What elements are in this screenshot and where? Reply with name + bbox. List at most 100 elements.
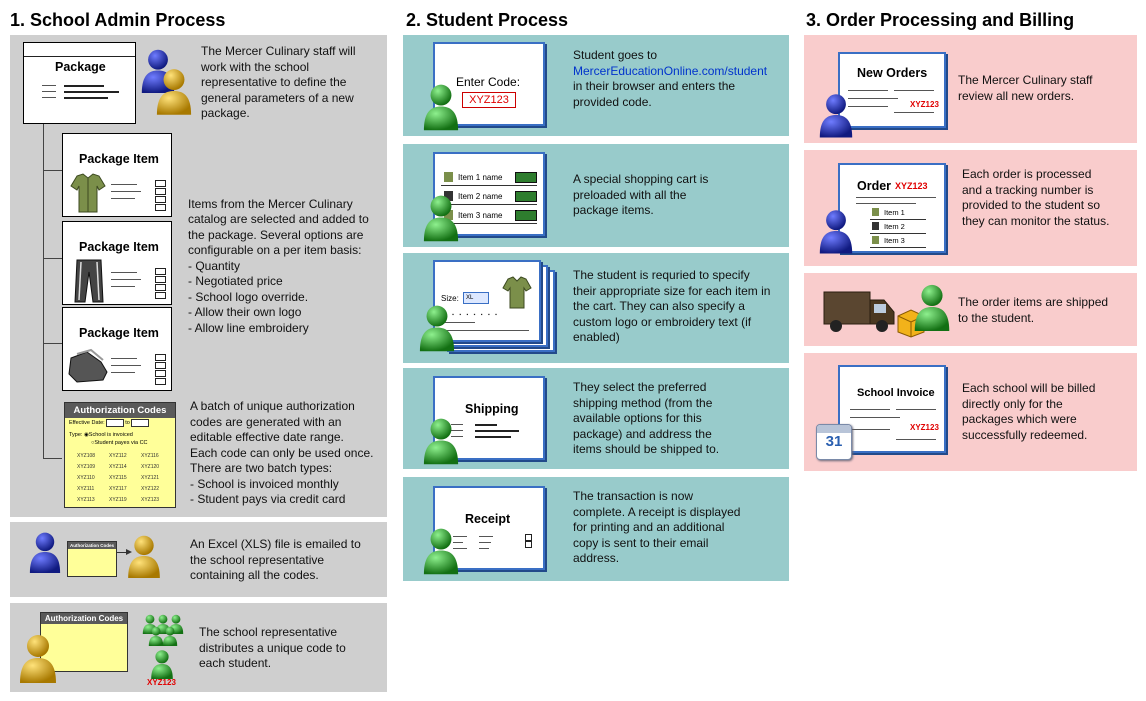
admin-step-distribute-text: The school representative distributes a … — [199, 625, 346, 670]
admin-step-1-text: The Mercer Culinary staff will work with… — [201, 44, 356, 120]
size-label: Size: — [441, 294, 459, 303]
authorization-code: XYZ109 — [77, 464, 96, 470]
authorization-code: XYZ119 — [109, 497, 127, 503]
admin-step-email-text: An Excel (XLS) file is emailed to the sc… — [190, 537, 361, 582]
person-green-icon — [422, 193, 460, 242]
tree-branch — [43, 258, 62, 259]
student-step-2-text: A special shopping cart is preloaded wit… — [573, 172, 709, 217]
tree-branch — [43, 343, 62, 344]
order-card: Order XYZ123 Item 1 Item 2 Item 3 — [838, 163, 946, 253]
cart-item-icon — [444, 210, 453, 220]
order-item-name: Item 3 — [884, 236, 905, 245]
student-step-4-text: They select the preferred shipping metho… — [573, 380, 720, 456]
person-blue-icon — [818, 208, 854, 254]
authorization-code: XYZ110 — [77, 475, 95, 481]
student-step-1-text: Student goes to MercerEducationOnline.co… — [573, 48, 768, 109]
package-item-card-jacket: Package Item — [62, 133, 172, 217]
authorization-codes-sheet: Authorization Codes — [40, 612, 128, 672]
authorization-code: XYZ114 — [109, 464, 127, 470]
authorization-codes-card: Authorization Codes Effective Date: to T… — [64, 402, 176, 508]
receipt-card: Receipt — [433, 486, 545, 570]
school-invoice-label: School Invoice — [857, 387, 935, 399]
tree-branch — [43, 170, 62, 171]
order-label: Order — [857, 179, 892, 193]
authorization-code: XYZ117 — [109, 486, 127, 492]
school-invoice-card: School Invoice XYZ123 — [838, 365, 946, 453]
package-item-label: Package Item — [79, 326, 159, 340]
shipping-label: Shipping — [465, 402, 519, 416]
billing-step-1-text: The Mercer Culinary staff review all new… — [958, 73, 1093, 103]
invoice-code: XYZ123 — [910, 423, 939, 432]
calendar-icon: 31 — [816, 424, 852, 460]
tracking-code: XYZ123 — [895, 181, 928, 191]
person-blue-icon — [818, 92, 854, 138]
chef-shoes-icon — [68, 348, 108, 383]
size-select[interactable]: XL — [463, 292, 489, 304]
delivery-truck-icon — [823, 291, 895, 332]
person-green-icon — [422, 526, 460, 575]
order-item-icon — [872, 208, 879, 216]
person-gold-icon — [18, 632, 58, 684]
person-gold-icon — [126, 534, 162, 578]
new-orders-card: New Orders XYZ123 — [838, 52, 946, 128]
excel-file-icon: Authorization Codes — [67, 541, 117, 577]
package-item-card-shoes: Package Item — [62, 307, 172, 391]
package-label: Package — [55, 60, 106, 74]
billing-step-2-text: Each order is processed and a tracking n… — [962, 167, 1110, 228]
student-step-5-text: The transaction is now complete. A recei… — [573, 489, 741, 565]
authorization-codes-title: Authorization Codes — [65, 403, 175, 418]
billing-section-title: 3. Order Processing and Billing — [806, 10, 1075, 30]
cart-item-icon — [444, 172, 453, 182]
chef-pants-icon — [74, 259, 104, 303]
size-selection-card: Size: XL ▪ ▪ ▪ ▪ ▪ ▪ ▪ ▪ — [433, 260, 541, 342]
authorization-code: XYZ115 — [109, 475, 127, 481]
person-green-icon — [422, 416, 460, 465]
student-section-title: 2. Student Process — [406, 10, 569, 30]
package-card: Package — [23, 42, 136, 124]
billing-step-3-text: The order items are shipped to the stude… — [958, 295, 1109, 325]
student-site-link[interactable]: MercerEducationOnline.com/student — [573, 63, 768, 78]
student-group-icon — [142, 614, 184, 646]
package-item-card-pants: Package Item — [62, 221, 172, 305]
chef-jacket-icon — [502, 276, 532, 309]
authorization-code: XYZ111 — [77, 486, 95, 492]
cart-item-icon — [444, 191, 453, 201]
cart-item-quantity[interactable] — [515, 210, 537, 221]
authorization-code: XYZ121 — [141, 475, 160, 481]
authorization-code: XYZ112 — [109, 453, 127, 459]
person-blue-icon — [28, 531, 62, 573]
authorization-code: XYZ116 — [141, 453, 159, 459]
tree-branch — [43, 458, 62, 459]
order-item-icon — [872, 236, 879, 244]
cart-item-quantity[interactable] — [515, 172, 537, 183]
student-step-3-text: The student is requried to specify their… — [573, 268, 771, 344]
order-code: XYZ123 — [910, 100, 939, 109]
person-green-icon — [912, 283, 952, 331]
order-item-name: Item 2 — [884, 222, 905, 231]
authorization-code: XYZ113 — [77, 497, 95, 503]
order-item-icon — [872, 222, 879, 230]
distributed-code: XYZ123 — [147, 678, 176, 687]
person-green-icon — [422, 82, 460, 131]
receipt-label: Receipt — [465, 512, 511, 526]
tree-connector — [43, 123, 44, 458]
enter-code-label: Enter Code: — [456, 75, 521, 89]
cart-item-name: Item 3 name — [458, 211, 503, 220]
order-item-name: Item 1 — [884, 208, 905, 217]
cart-item-name: Item 1 name — [458, 173, 503, 182]
authorization-code: XYZ120 — [141, 464, 160, 470]
authorization-code: XYZ122 — [141, 486, 160, 492]
new-orders-label: New Orders — [857, 66, 928, 80]
cart-item-quantity[interactable] — [515, 191, 537, 202]
billing-step-4-text: Each school will be billed directly only… — [962, 381, 1096, 442]
authorization-code: XYZ123 — [141, 497, 160, 503]
package-item-label: Package Item — [79, 152, 159, 166]
code-input[interactable]: XYZ123 — [462, 92, 516, 108]
admin-section-title: 1. School Admin Process — [10, 10, 226, 30]
package-item-label: Package Item — [79, 240, 159, 254]
person-green-icon — [418, 303, 456, 352]
chef-jacket-icon — [70, 173, 106, 213]
authorization-code: XYZ108 — [77, 453, 96, 459]
person-gold-icon — [155, 66, 193, 116]
cart-item-name: Item 2 name — [458, 192, 503, 201]
